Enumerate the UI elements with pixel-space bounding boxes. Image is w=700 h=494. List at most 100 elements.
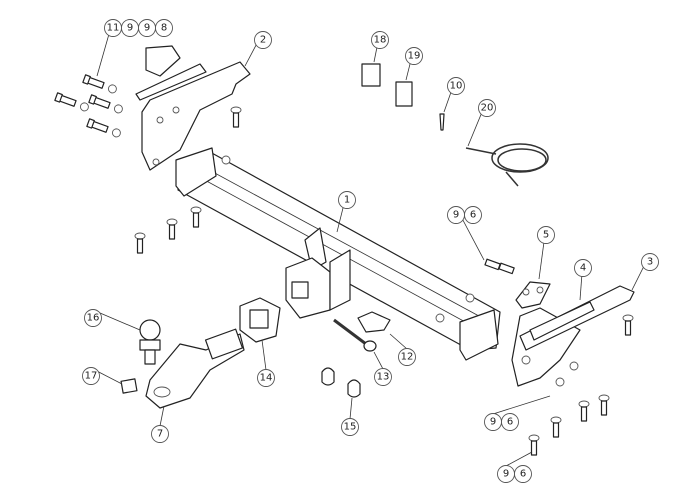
bolt-icon — [88, 94, 123, 114]
callout-number: 15 — [344, 422, 357, 433]
callout-19: 19 — [405, 47, 423, 81]
callout-circle — [341, 418, 359, 436]
leader-line — [159, 405, 165, 427]
callout-2: 2 — [244, 31, 272, 67]
callout-circle — [82, 367, 100, 385]
bolt-icon — [578, 400, 590, 422]
nut-icon — [435, 313, 445, 323]
callout-number: 10 — [450, 81, 463, 92]
callout-5: 5 — [537, 226, 555, 280]
bolt-icon — [598, 394, 610, 416]
ball-mount-part-7 — [145, 328, 245, 409]
callout-20: 20 — [467, 99, 496, 147]
bolt-icon — [86, 118, 121, 138]
leader-line — [389, 333, 408, 350]
tow-ball-part-16 — [139, 319, 161, 365]
callout-number: 20 — [481, 103, 494, 114]
collar-part-14 — [239, 297, 281, 343]
callout-circle — [254, 31, 272, 49]
right-bracket-parts-3-4-5 — [511, 281, 635, 387]
callout-17: 17 — [82, 367, 123, 385]
callout-4: 4 — [574, 259, 592, 301]
callout-number: 1 — [344, 195, 350, 206]
callout-circle — [514, 465, 532, 483]
callout-7: 7 — [151, 405, 169, 443]
callout-number: 5 — [543, 230, 549, 241]
callout-circle — [405, 47, 423, 65]
shackles-part-15 — [321, 367, 361, 398]
callout-circle — [447, 77, 465, 95]
callout-circle — [155, 19, 173, 37]
callout-number: 9 — [453, 210, 459, 221]
callout-number: 9 — [127, 23, 133, 34]
callout-18: 18 — [371, 31, 389, 63]
callout-number: 9 — [144, 23, 150, 34]
bolt-icon — [134, 232, 146, 254]
leader-line — [492, 395, 551, 415]
callout-number: 17 — [85, 371, 98, 382]
leader-line — [373, 351, 384, 370]
callout-circle — [464, 206, 482, 224]
nut-icon — [555, 377, 565, 387]
bolt-icon — [484, 258, 501, 271]
callout-13: 13 — [373, 351, 392, 386]
sticker-part-19 — [395, 81, 413, 107]
callout-circle — [537, 226, 555, 244]
callout-number: 4 — [580, 263, 586, 274]
bolts-and-washers — [54, 74, 634, 456]
callout-number: 11 — [107, 23, 120, 34]
callout-circle — [374, 368, 392, 386]
callout-circle — [641, 253, 659, 271]
callout-number: 19 — [408, 51, 421, 62]
callout-number: 6 — [507, 417, 513, 428]
callout-number: 14 — [260, 373, 273, 384]
callout-circle — [371, 31, 389, 49]
bolt-icon — [54, 92, 89, 112]
callout-circle — [84, 309, 102, 327]
callout-number: 6 — [470, 210, 476, 221]
callout-number: 7 — [157, 429, 163, 440]
callout-number: 16 — [87, 313, 100, 324]
leader-line — [505, 451, 533, 467]
bolt-icon — [550, 416, 562, 438]
leader-line — [261, 339, 267, 371]
sticker-part-18 — [361, 63, 381, 87]
nut-icon — [221, 155, 231, 165]
label-plate-part-17 — [120, 378, 138, 394]
callout-3: 3 — [631, 253, 659, 291]
bolt-icon — [230, 106, 242, 128]
callout-number: 6 — [520, 469, 526, 480]
leader-line — [92, 309, 141, 331]
callout-number: 9 — [503, 469, 509, 480]
callout-10: 10 — [443, 77, 465, 113]
nut-icon — [465, 293, 475, 303]
callout-circle — [501, 413, 519, 431]
left-bracket-part-2 — [135, 45, 251, 171]
bolt-icon — [528, 434, 540, 456]
callout-circle — [338, 191, 356, 209]
socket-bracket-part-12 — [357, 311, 391, 333]
callout-15: 15 — [341, 397, 359, 436]
bolt-icon — [82, 74, 117, 94]
callout-16: 16 — [84, 309, 141, 331]
callout-circle — [398, 348, 416, 366]
screw-part-10 — [439, 113, 445, 131]
callout-1: 1 — [336, 191, 356, 233]
callout-12: 12 — [389, 333, 416, 366]
bolt-icon — [622, 314, 634, 336]
nut-icon — [569, 361, 579, 371]
callout-circle — [257, 369, 275, 387]
callout-14: 14 — [257, 339, 275, 387]
callout-number: 8 — [161, 23, 167, 34]
callout-number: 12 — [401, 352, 414, 363]
callout-circle — [574, 259, 592, 277]
bolt-icon — [190, 206, 202, 228]
callout-number: 13 — [377, 372, 390, 383]
